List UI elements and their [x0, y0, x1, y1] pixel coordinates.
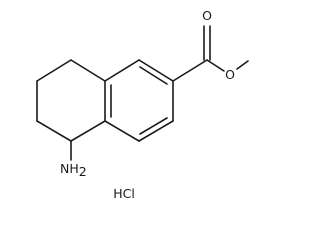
bond-ar-double-2 [139, 117, 168, 135]
bond-sat-5 [70, 120, 106, 142]
bond-c-o-single [206, 59, 225, 72]
bond-ar-double-1 [139, 66, 168, 85]
structure-canvas: O O NH2 HCl [36, 8, 249, 201]
molecule-diagram: O O NH2 HCl [36, 8, 249, 201]
ester-oxygen-label: O [225, 67, 235, 82]
carbonyl-oxygen-label: O [202, 8, 212, 23]
amine-label: NH2 [60, 161, 87, 179]
bond-ar-6 [104, 59, 140, 82]
bond-ring-carbonyl [172, 59, 208, 82]
bond-ar-1 [138, 59, 174, 82]
bond-sat-1 [70, 59, 106, 82]
bond-o-methyl [236, 60, 249, 70]
amine-subscript: 2 [79, 164, 87, 179]
bond-ar-4 [104, 120, 140, 142]
bond-ar-3 [138, 120, 174, 142]
hcl-label: HCl [113, 186, 135, 201]
bond-sat-2 [36, 59, 72, 82]
amine-nh: NH [60, 161, 79, 176]
bond-sat-4 [36, 120, 72, 142]
